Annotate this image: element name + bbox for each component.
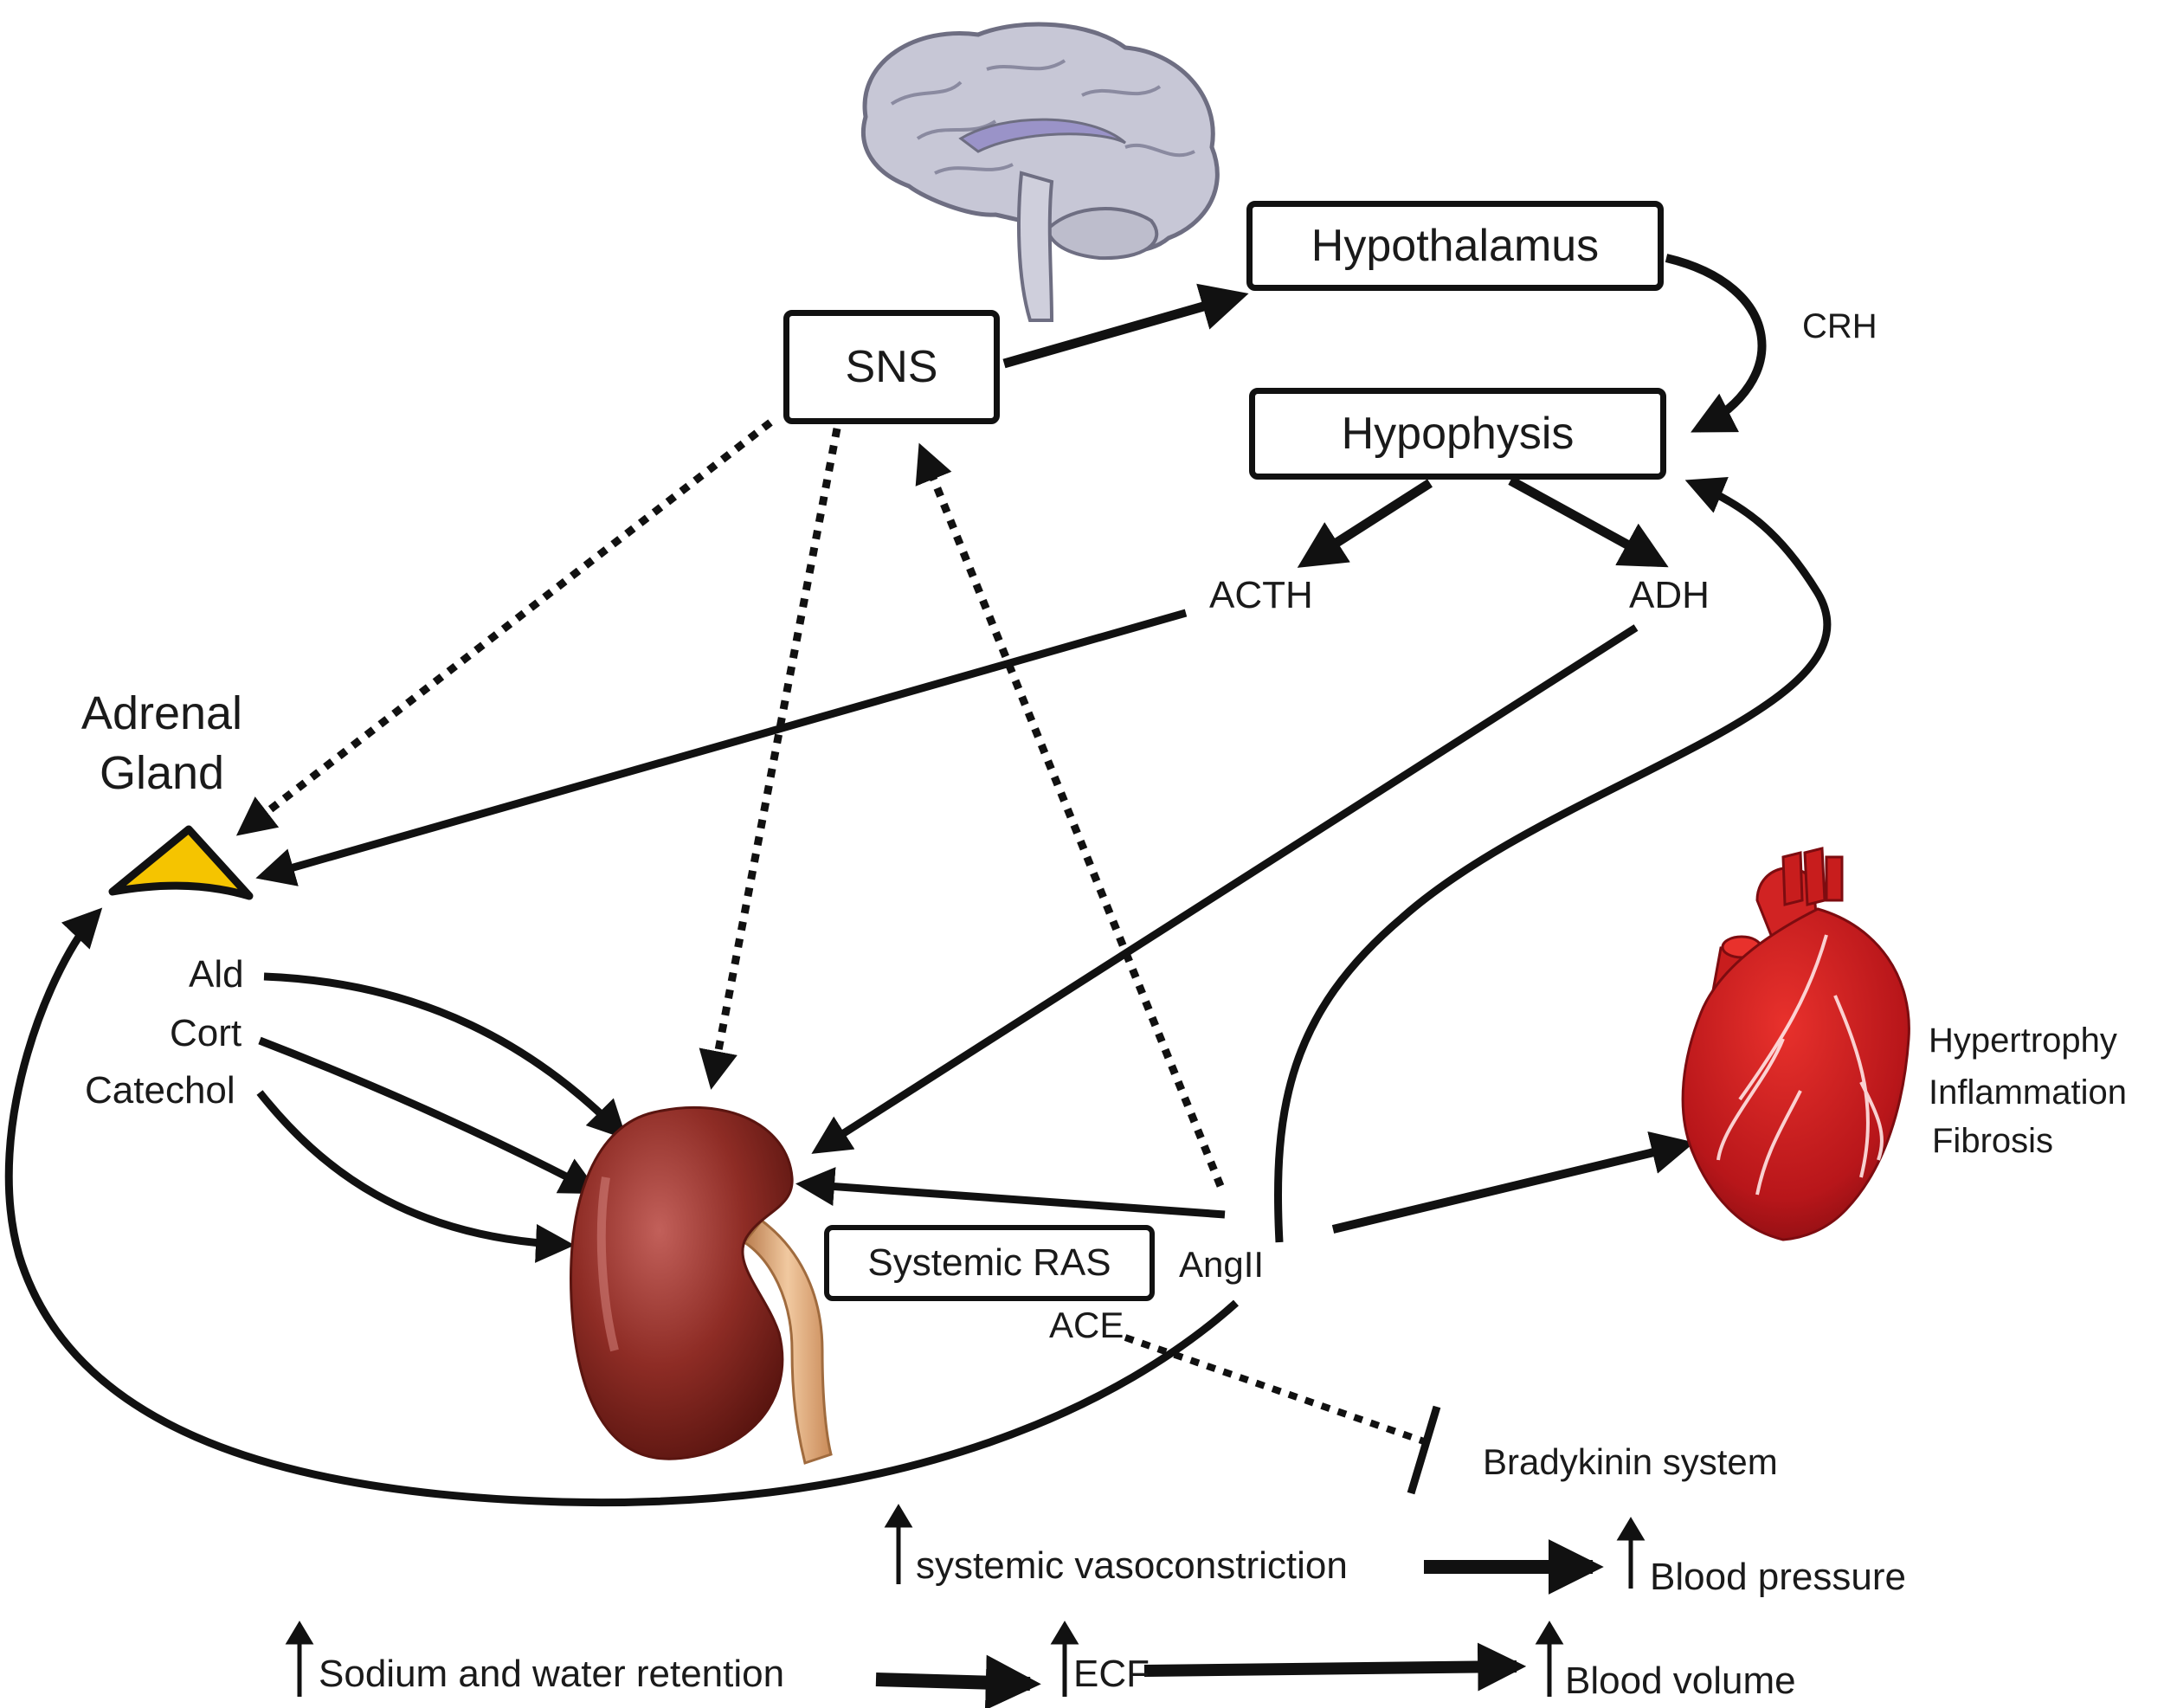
hypophysis-label: Hypophysis (1341, 409, 1575, 459)
angii-label: AngII (1179, 1244, 1265, 1285)
arrow-cort-to-kidney (258, 1036, 600, 1195)
arrow-sns-to-kidney (699, 428, 841, 1090)
systemic-ras-label: Systemic RAS (867, 1241, 1111, 1284)
ace-label: ACE (1049, 1305, 1124, 1345)
arrow-catechol-to-kidney (256, 1090, 575, 1263)
arrow-ald-to-kidney (263, 972, 628, 1140)
arrow-sodium-to-ecf (875, 1654, 1041, 1708)
hypothalamus-box: Hypothalamus (1246, 201, 1664, 291)
arrow-crh (1665, 254, 1767, 433)
arrow-ras-to-adrenal (4, 907, 1240, 1507)
ecf-label: ECF (1073, 1653, 1150, 1695)
adh-label: ADH (1629, 574, 1710, 616)
vasoconstriction-label: systemic vasoconstriction (916, 1544, 1348, 1587)
blood-volume-label: Blood volume (1565, 1660, 1796, 1702)
arrow-sns-to-hypothalamus (1002, 283, 1249, 369)
sns-box: SNS (783, 310, 1000, 424)
adrenal-gland-label: Adrenal Gland (71, 684, 253, 803)
up-arrow-icon (285, 1504, 1646, 1697)
acth-label: ACTH (1209, 574, 1313, 616)
crh-label: CRH (1802, 307, 1877, 345)
blood-pressure-label: Blood pressure (1650, 1556, 1906, 1598)
catechol-label: Catechol (85, 1069, 235, 1112)
inhibit-ace-to-bradykinin (1124, 1334, 1426, 1445)
arrow-sns-to-adrenal (235, 419, 773, 836)
systemic-ras-box: Systemic RAS (824, 1225, 1155, 1301)
adrenal-label-line2: Gland (99, 747, 225, 800)
bradykinin-label: Bradykinin system (1483, 1441, 1778, 1482)
adrenal-gland-icon (108, 825, 254, 900)
brain-icon (860, 22, 1220, 322)
hypophysis-box: Hypophysis (1249, 388, 1666, 480)
inhibit-bar (1407, 1405, 1441, 1495)
sodium-retention-label: Sodium and water retention (319, 1653, 785, 1695)
kidney-icon (570, 1105, 833, 1465)
arrow-ecf-to-blood-volume (1143, 1642, 1527, 1692)
hypertrophy-label: Hypertrophy (1929, 1022, 2117, 1060)
adrenal-label-line1: Adrenal (81, 687, 243, 739)
arrow-to-acth (1297, 479, 1433, 568)
sns-label: SNS (845, 342, 938, 392)
ald-label: Ald (189, 953, 244, 996)
fibrosis-label: Fibrosis (1932, 1122, 2054, 1160)
cort-label: Cort (170, 1012, 242, 1054)
hypothalamus-label: Hypothalamus (1311, 221, 1600, 271)
arrow-to-adh (1508, 476, 1669, 568)
heart-icon (1681, 847, 1910, 1241)
arrow-adh-to-kidney (811, 624, 1639, 1154)
inflammation-label: Inflammation (1929, 1073, 2127, 1112)
arrow-angii-to-heart (1331, 1131, 1695, 1234)
arrow-angii-to-hypophysis (1274, 477, 1832, 1243)
arrow-angii-to-kidney (795, 1167, 1226, 1219)
arrow-angii-to-sns (915, 442, 1225, 1188)
arrow-acth-to-adrenal (255, 609, 1188, 886)
